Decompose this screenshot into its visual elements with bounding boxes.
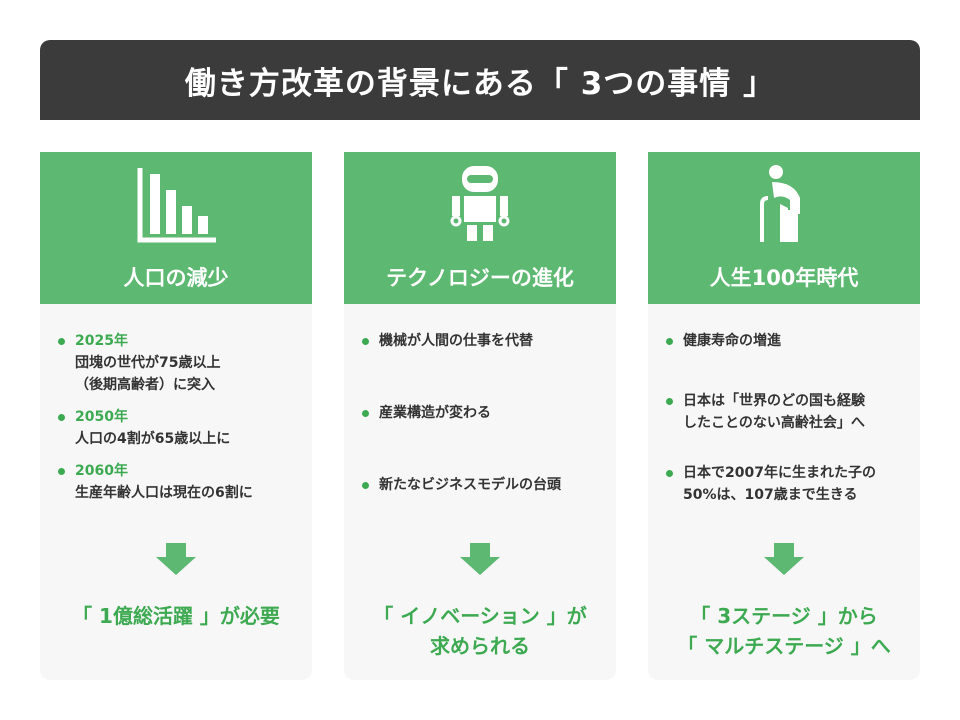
down-arrow-icon [460, 543, 500, 577]
down-arrow-icon [156, 543, 196, 577]
card-technology: テクノロジーの進化 機械が人間の仕事を代替 産業構造が変わる 新たなビジネスモデ… [344, 152, 616, 680]
card-header: 人口の減少 [40, 152, 312, 304]
conclusion: 「 1億総活躍 」が必要 [72, 604, 280, 628]
page-title: 働き方改革の背景にある「 3つの事情 」 [40, 40, 920, 120]
card-header: テクノロジーの進化 [344, 152, 616, 304]
list-item: 産業構造が変わる [362, 402, 616, 424]
card-heading: 人口の減少 [123, 266, 229, 290]
conclusion: 「 3ステージ 」から「 マルチステージ 」へ [677, 604, 891, 658]
list-item: 新たなビジネスモデルの台頭 [362, 474, 616, 496]
list-item: 健康寿命の増進 [666, 330, 920, 352]
list-item: 2060年生産年齢人口は現在の6割に [58, 460, 312, 504]
bar-chart-icon [137, 168, 216, 243]
down-arrow-icon [764, 543, 804, 577]
list-item: 日本は「世界のどの国も経験したことのない高齢社会」へ [666, 390, 920, 434]
card-heading: 人生100年時代 [709, 266, 859, 290]
card-population-decline: 人口の減少 2025年団塊の世代が75歳以上（後期高齢者）に突入 2050年人口… [40, 152, 312, 680]
list-item: 機械が人間の仕事を代替 [362, 330, 616, 352]
card-100-year-life: 人生100年時代 健康寿命の増進 日本は「世界のどの国も経験したことのない高齢社… [648, 152, 920, 680]
card-heading: テクノロジーの進化 [386, 266, 574, 290]
list-item: 2025年団塊の世代が75歳以上（後期高齢者）に突入 [58, 330, 312, 396]
list-item: 2050年人口の4割が65歳以上に [58, 406, 312, 450]
card-header: 人生100年時代 [648, 152, 920, 304]
elderly-person-icon [760, 165, 800, 242]
conclusion: 「 イノベーション 」が求められる [373, 604, 587, 658]
robot-icon [450, 166, 510, 241]
